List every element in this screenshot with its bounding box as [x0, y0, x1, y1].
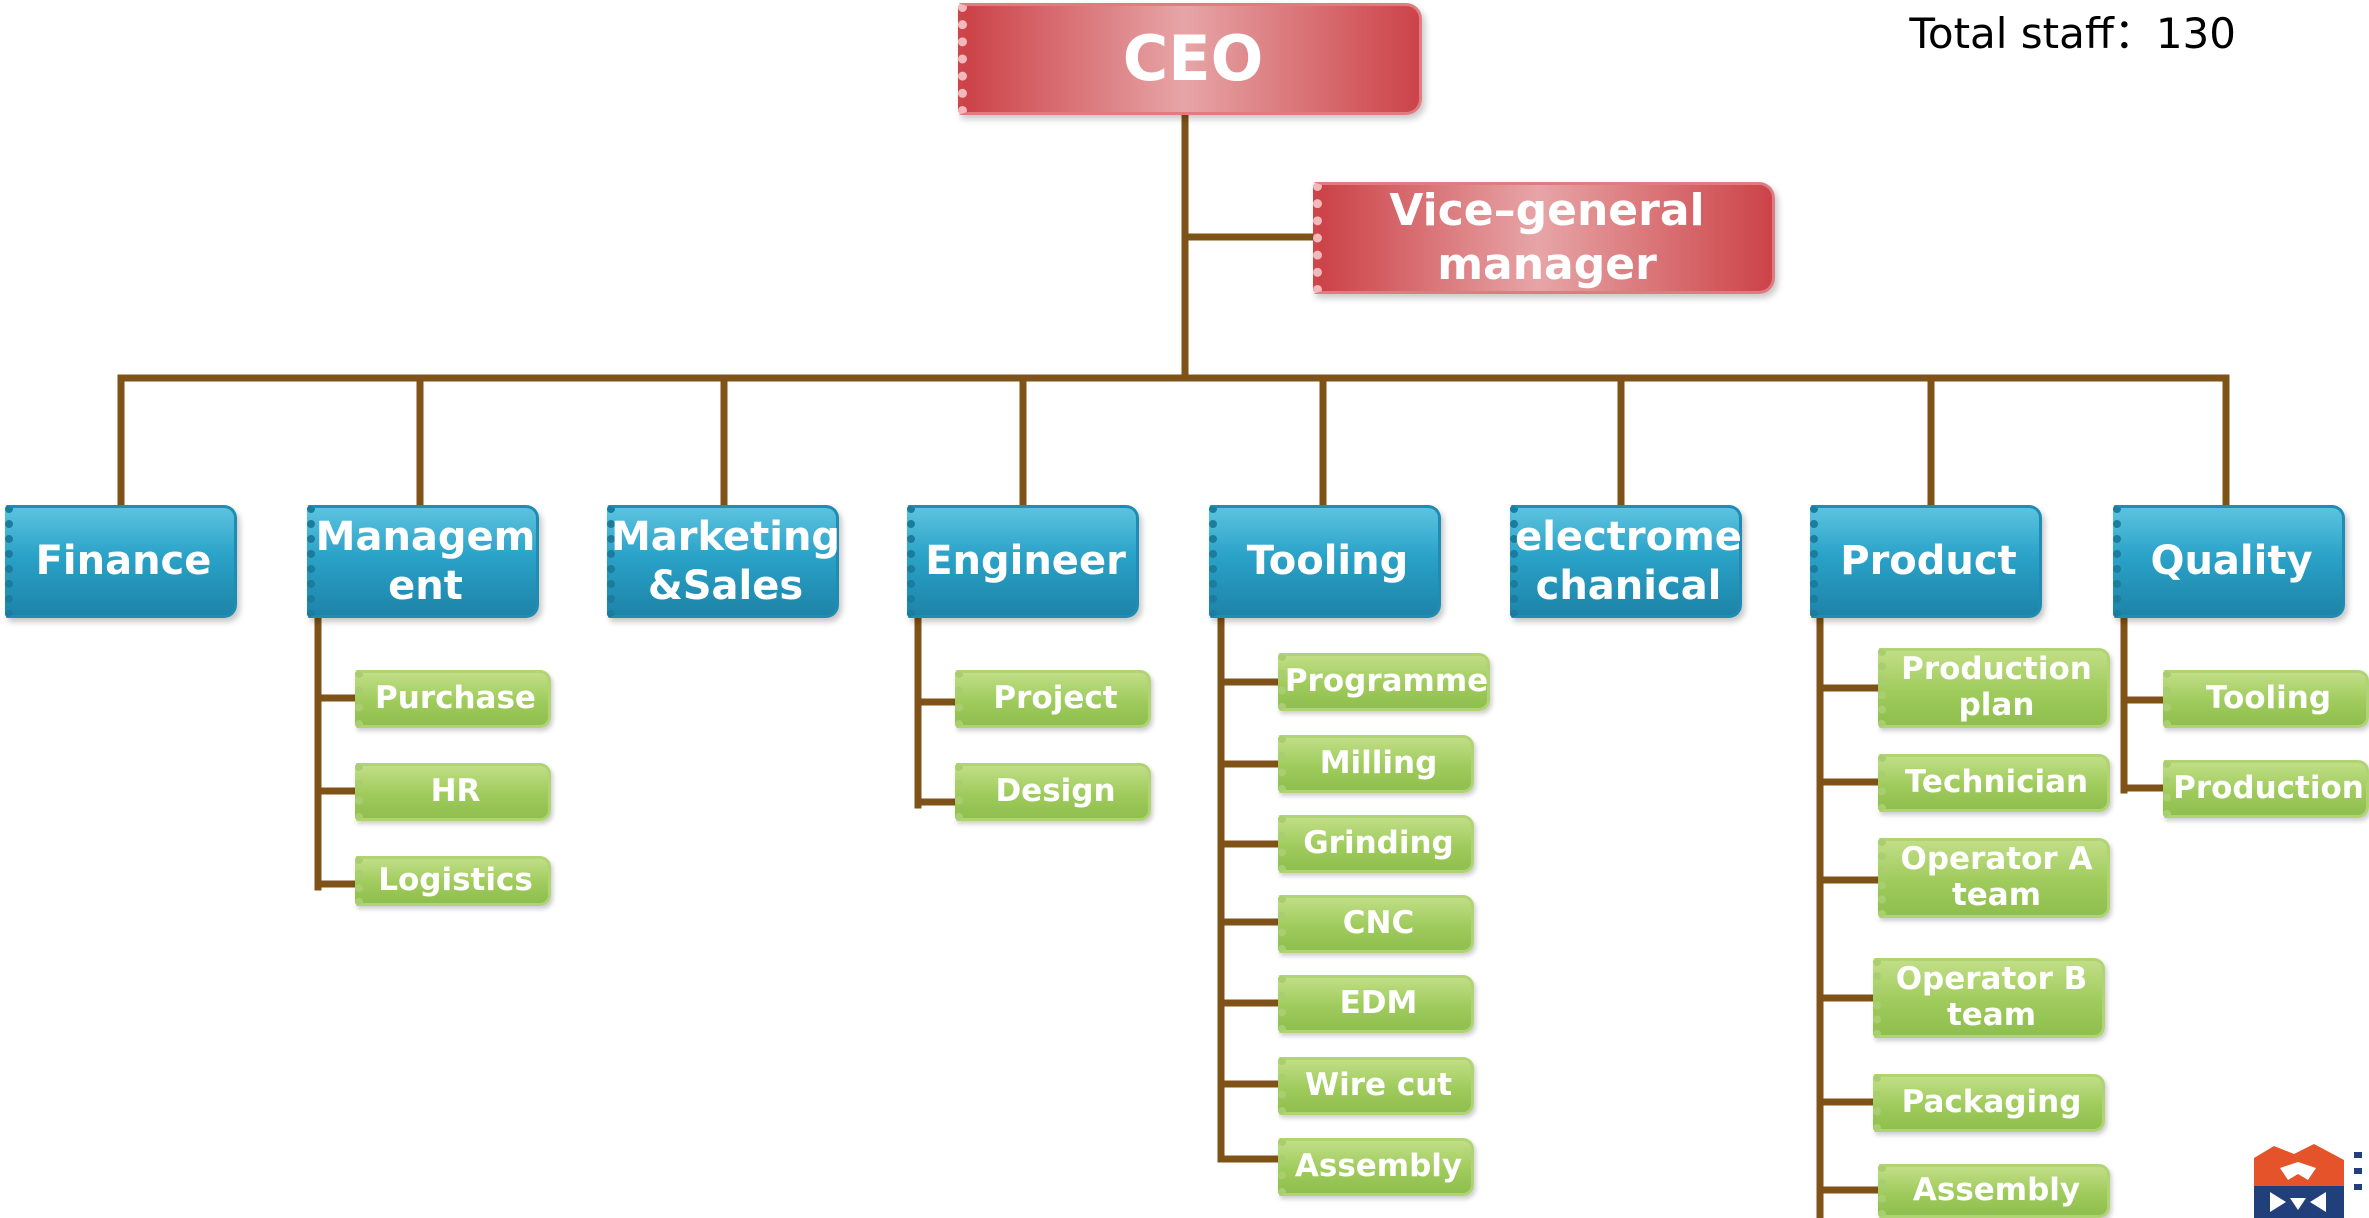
company-logo	[2250, 1138, 2369, 1218]
unit-hr: HR	[355, 763, 551, 821]
department-finance: Finance	[5, 505, 237, 618]
unit-design: Design	[955, 763, 1151, 821]
unit-cnc: CNC	[1278, 895, 1474, 953]
unit-assembly: Assembly	[1278, 1138, 1474, 1196]
unit-edm: EDM	[1278, 975, 1474, 1033]
unit-programme: Programme	[1278, 653, 1490, 711]
logo-mark-icon	[2254, 1144, 2362, 1218]
unit-quality-tooling: Tooling	[2163, 670, 2369, 728]
unit-packaging: Packaging	[1873, 1074, 2105, 1132]
department-management: Managem ent	[307, 505, 539, 618]
total-staff-label: Total staff：130	[1909, 9, 2236, 58]
unit-operator-a-team: Operator A team	[1878, 838, 2110, 918]
unit-purchase: Purchase	[355, 670, 551, 728]
vice-general-manager-box: Vice–general manager	[1313, 182, 1775, 294]
unit-quality-production: Production	[2163, 760, 2369, 818]
department-marketing-sales: Marketing &Sales	[607, 505, 840, 618]
department-product: Product	[1810, 505, 2042, 618]
unit-logistics: Logistics	[355, 856, 551, 906]
department-engineer: Engineer	[907, 505, 1139, 618]
ceo-box: CEO	[958, 3, 1422, 115]
department-tooling: Tooling	[1209, 505, 1441, 618]
unit-product-assembly: Assembly	[1878, 1164, 2110, 1218]
department-electromechanical: electrome chanical	[1510, 505, 1742, 618]
unit-grinding: Grinding	[1278, 815, 1474, 873]
unit-milling: Milling	[1278, 735, 1474, 793]
unit-operator-b-team: Operator B team	[1873, 958, 2105, 1038]
unit-technician: Technician	[1878, 754, 2110, 812]
department-quality: Quality	[2113, 505, 2345, 618]
unit-production-plan: Production plan	[1878, 648, 2110, 728]
unit-wire-cut: Wire cut	[1278, 1057, 1474, 1115]
unit-project: Project	[955, 670, 1151, 728]
